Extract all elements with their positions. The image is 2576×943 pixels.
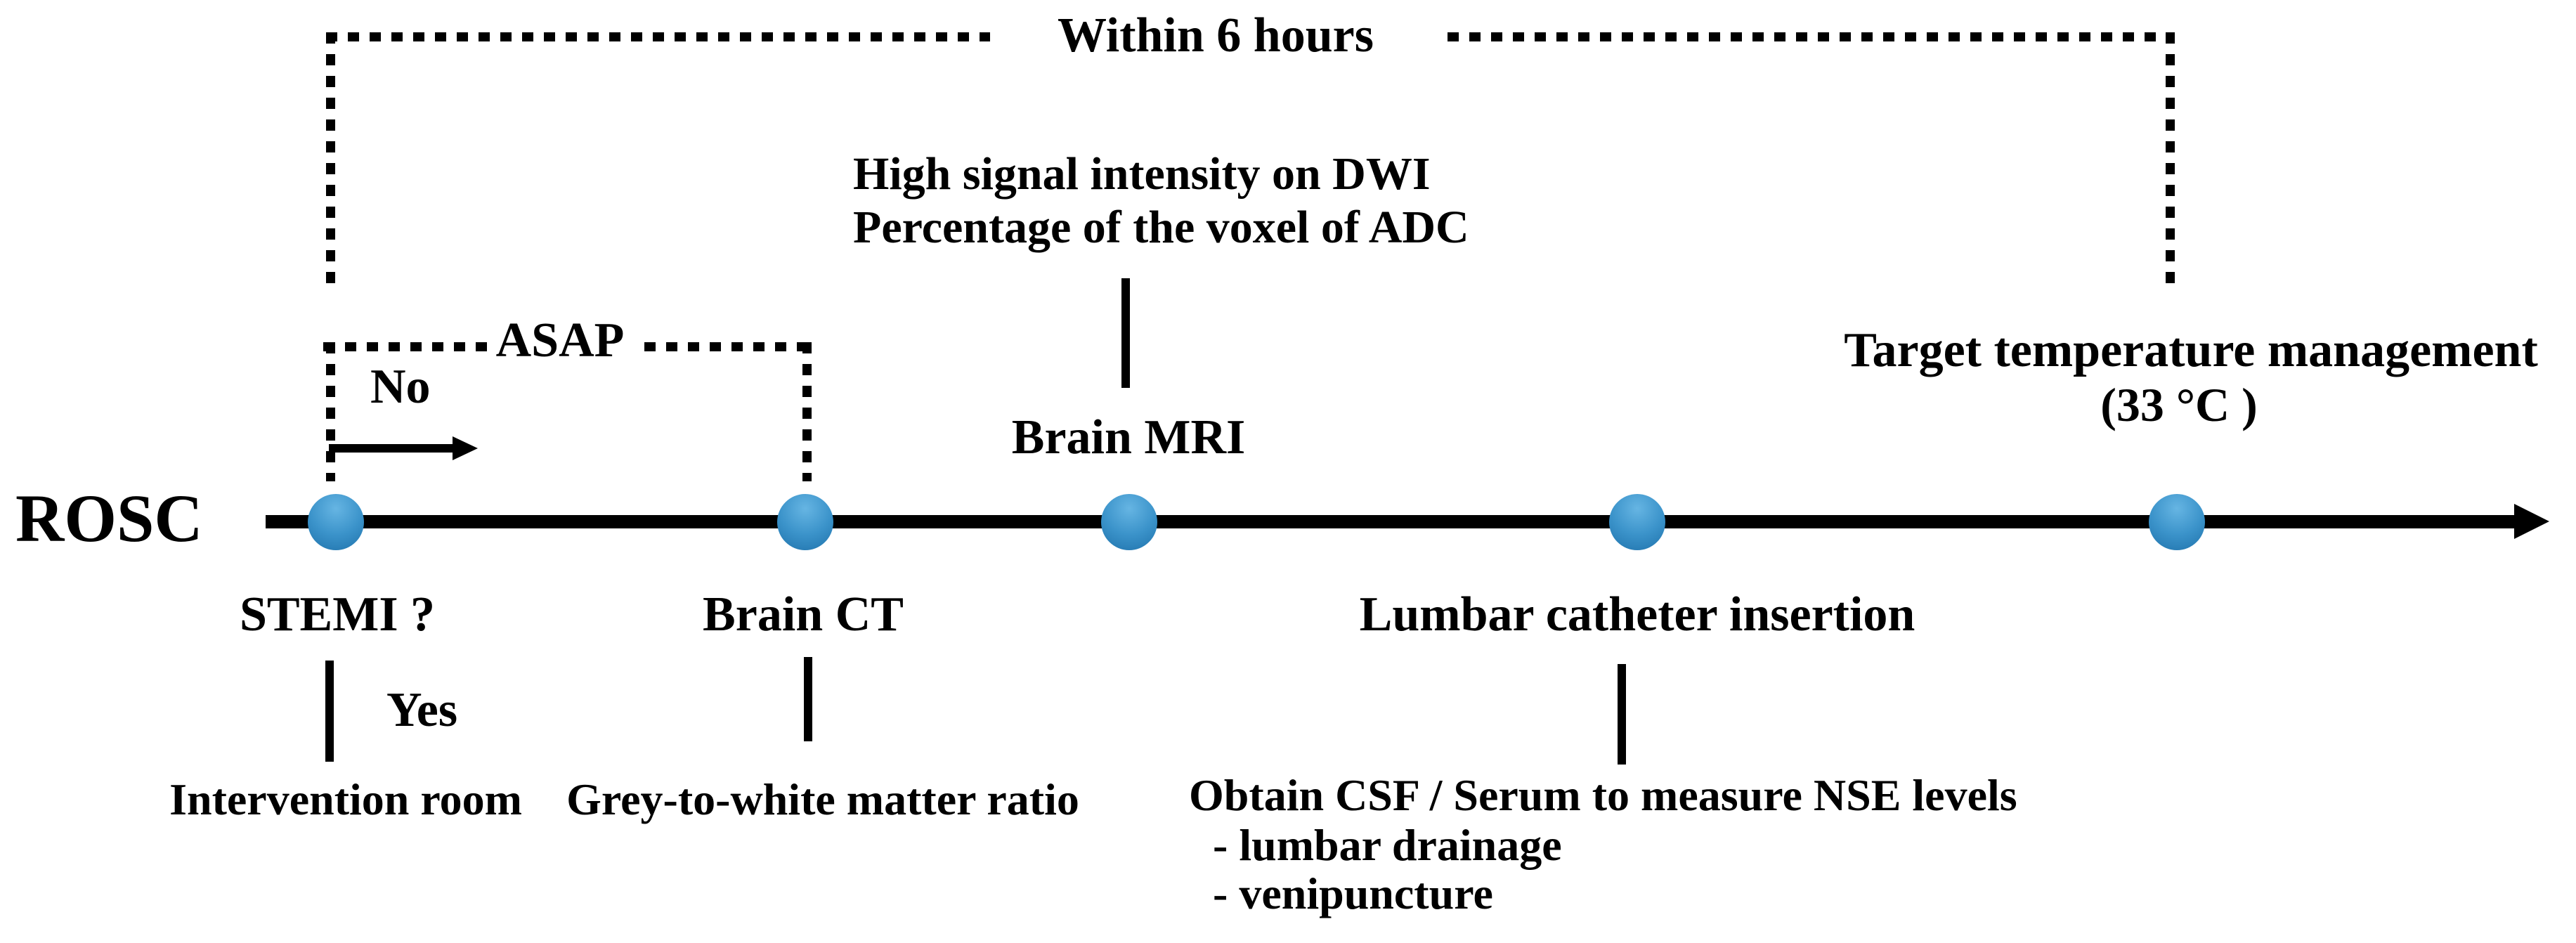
yes-label: Yes [386, 683, 458, 737]
rosc-label: ROSC [15, 481, 203, 556]
no-arrow-shaft [329, 444, 454, 453]
event-dot-ttm [2149, 494, 2205, 550]
nse-note-line1: Obtain CSF / Serum to measure NSE levels [1189, 770, 2017, 820]
intervention-room-label: Intervention room [169, 774, 522, 824]
ttm-subtitle: (33 °C ) [2100, 378, 2258, 431]
asap-bracket-left-vertical-dotted-line [326, 342, 335, 481]
timeline-arrowhead-icon [2514, 504, 2549, 539]
stemi-connector-line [325, 661, 334, 762]
brain-ct-label: Brain CT [703, 587, 904, 642]
within-6h-bracket-top-right-dotted-line [1448, 32, 2170, 41]
brain-ct-connector-line [804, 657, 812, 741]
event-dot-stemi [308, 494, 364, 550]
lumbar-connector-line [1618, 664, 1626, 765]
asap-label: ASAP [495, 313, 625, 368]
asap-bracket-right-vertical-dotted-line [802, 342, 812, 481]
within-6h-bracket-left-dotted-line [326, 32, 335, 294]
nse-note-line3: - venipuncture [1213, 869, 1493, 918]
no-arrow-head-icon [453, 436, 478, 460]
within-6h-bracket-right-dotted-line [2166, 32, 2175, 294]
no-label: No [370, 360, 431, 414]
event-dot-lumbar [1609, 494, 1665, 550]
lumbar-label: Lumbar catheter insertion [1359, 587, 1915, 642]
event-dot-brain-mri [1101, 494, 1157, 550]
nse-note-line2: - lumbar drainage [1213, 820, 1562, 870]
grey-white-ratio-label: Grey-to-white matter ratio [566, 774, 1079, 824]
brain-mri-note: High signal intensity on DWI Percentage … [853, 148, 1469, 254]
brain-mri-connector-line [1121, 278, 1130, 388]
within-6h-bracket-top-left-dotted-line [326, 32, 990, 41]
stemi-label: STEMI ? [239, 587, 436, 642]
asap-bracket-left-dotted-line [323, 342, 489, 351]
brain-mri-label: Brain MRI [1011, 410, 1246, 464]
ttm-label: Target temperature management [1844, 323, 2538, 377]
dwi-note-line1: High signal intensity on DWI [853, 148, 1431, 200]
event-dot-brain-ct [777, 494, 833, 550]
within-6-hours-label: Within 6 hours [1058, 8, 1374, 63]
asap-bracket-right-dotted-line [644, 342, 812, 351]
dwi-note-line2: Percentage of the voxel of ADC [853, 202, 1469, 253]
